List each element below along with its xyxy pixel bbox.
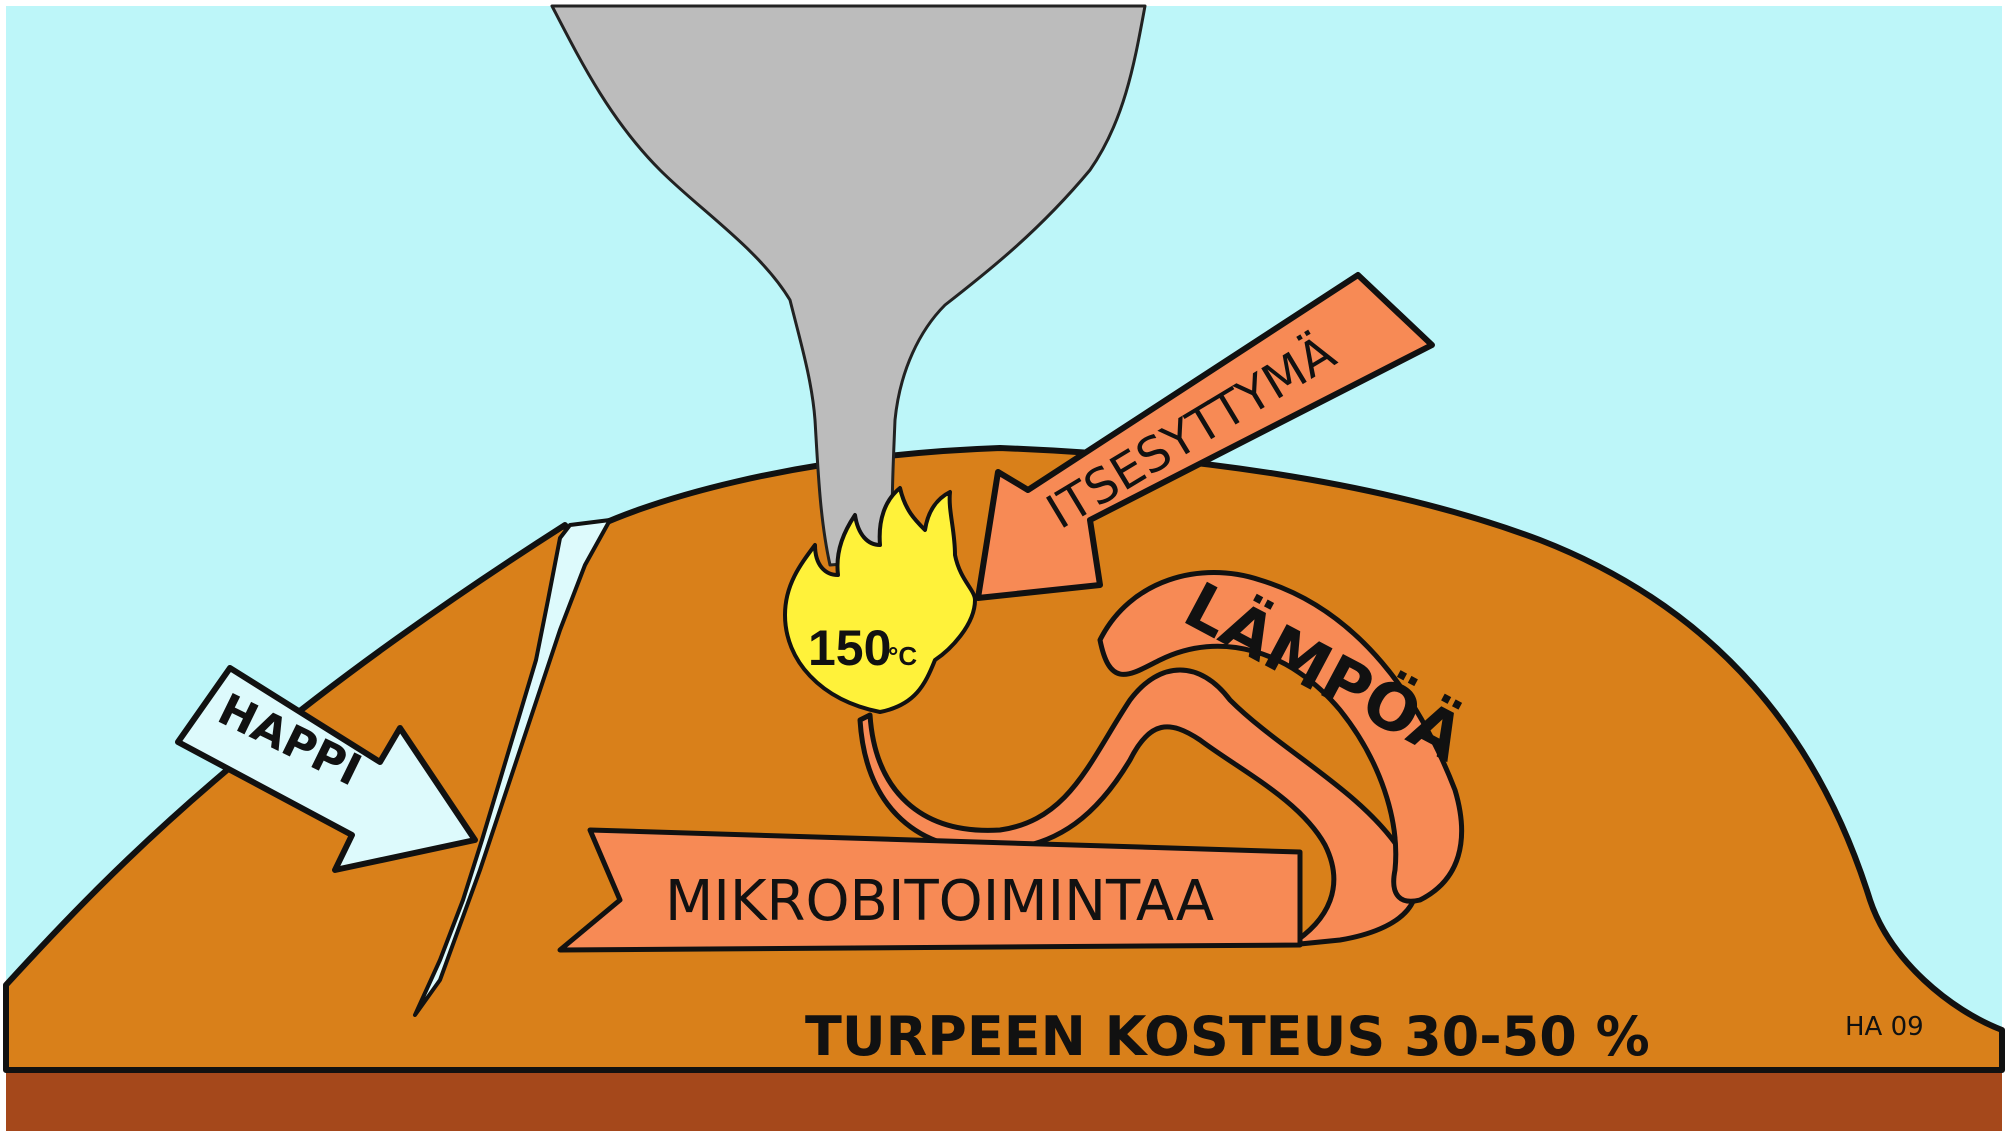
moisture-caption: TURPEEN KOSTEUS 30-50 % xyxy=(805,1005,1650,1068)
microbe-label: MIKROBITOIMINTAA xyxy=(665,869,1214,934)
temperature-value: 150 xyxy=(808,620,891,676)
artist-signature: HA 09 xyxy=(1845,1012,1924,1042)
ground-strip xyxy=(6,1070,2002,1131)
temperature-unit: °C xyxy=(888,641,917,671)
